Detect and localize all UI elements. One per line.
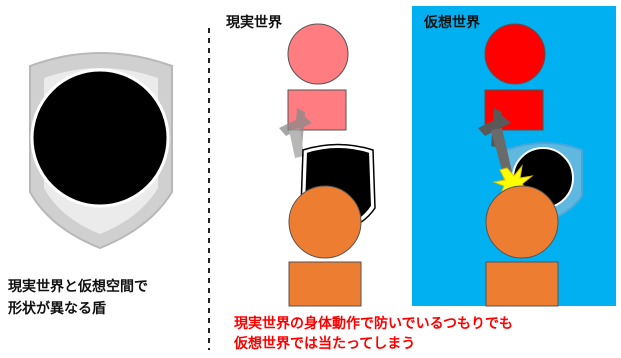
real-defender-head (288, 185, 362, 259)
real-world-title: 現実世界 (226, 15, 282, 31)
bottom-caption-line1: 現実世界の身体動作で防いでいるつもりでも (234, 316, 514, 332)
bottom-caption-line2: 仮想世界では当たってしまう (234, 336, 416, 352)
virtual-attacker-head (484, 23, 546, 85)
virtual-defender-body (485, 261, 559, 307)
shield-icon (29, 52, 173, 250)
bottom-caption: 現実世界の身体動作で防いでいるつもりでも 仮想世界では当たってしまう (234, 314, 621, 354)
virtual-world-title: 仮想世界 (424, 15, 480, 31)
left-caption-line2: 形状が異なる盾 (8, 301, 106, 317)
virtual-defender-head (485, 185, 559, 259)
sword-icon (279, 108, 312, 158)
real-defender-body (288, 261, 362, 307)
real-attacker-head (287, 23, 349, 85)
left-caption: 現実世界と仮想空間で 形状が異なる盾 (8, 276, 208, 320)
left-caption-line1: 現実世界と仮想空間で (8, 279, 148, 295)
sword-icon (478, 108, 512, 174)
